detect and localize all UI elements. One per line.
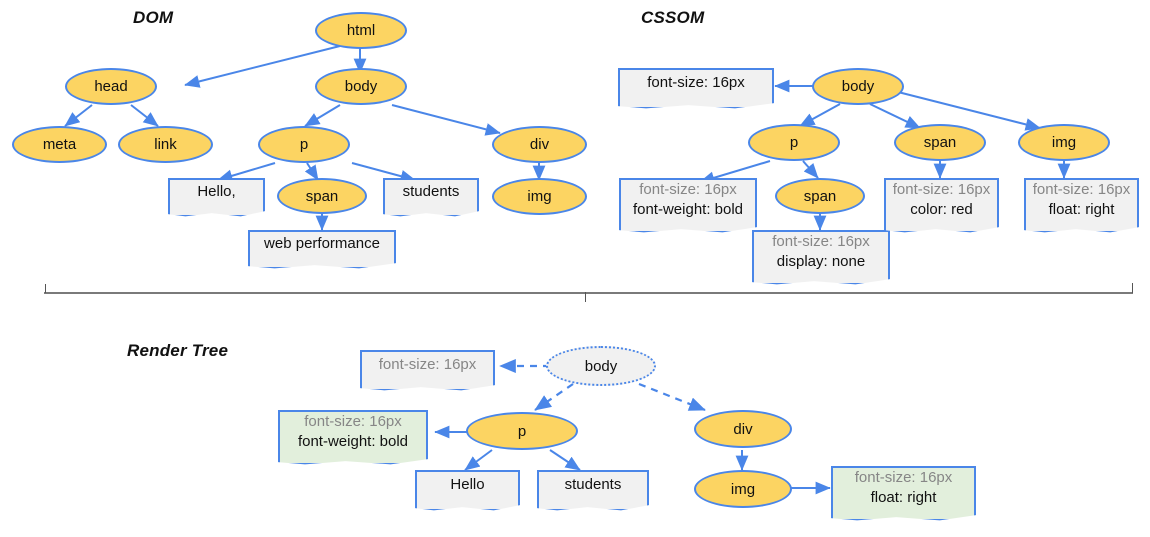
- dom-node-span[interactable]: span: [277, 178, 367, 214]
- cssom-node-span[interactable]: span: [894, 124, 986, 161]
- render-node-div[interactable]: div: [694, 410, 792, 448]
- dom-text-hello-label: Hello,: [197, 183, 236, 201]
- dom-text-students-label: students: [402, 183, 460, 201]
- render-text-hello-label: Hello: [450, 476, 485, 494]
- cssom-node-span-child-of-p[interactable]: span: [775, 178, 865, 214]
- cssom-rule-body-own: font-size: 16px: [647, 74, 745, 92]
- render-tree-section-title: Render Tree: [127, 341, 229, 360]
- render-rule-p-inherited: font-size: 16px: [304, 413, 402, 431]
- cssom-rule-img-own: float: right: [1048, 201, 1115, 218]
- cssom-rule-span-child-inherited: font-size: 16px: [772, 233, 870, 251]
- divider-tick-center: [585, 292, 586, 302]
- render-rule-body: font-size: 16px: [360, 350, 495, 382]
- dom-node-head[interactable]: head: [65, 68, 157, 105]
- cssom-rule-span: font-size: 16px color: red: [884, 178, 999, 224]
- dom-text-web-performance-label: web performance: [264, 235, 380, 253]
- dom-node-div[interactable]: div: [492, 126, 587, 163]
- cssom-rule-span-own: color: red: [910, 201, 973, 218]
- render-text-node-students: students: [537, 470, 649, 502]
- divider-tick-right: [1132, 283, 1133, 293]
- dom-section-title: DOM: [133, 8, 174, 27]
- dom-node-html[interactable]: html: [315, 12, 407, 49]
- cssom-rule-p-inherited: font-size: 16px: [639, 181, 737, 199]
- dom-node-meta[interactable]: meta: [12, 126, 107, 163]
- cssom-rule-span-child-own: display: none: [776, 253, 866, 270]
- dom-node-p[interactable]: p: [258, 126, 350, 163]
- cssom-node-p[interactable]: p: [748, 124, 840, 161]
- cssom-rule-span-inherited: font-size: 16px: [892, 181, 991, 199]
- render-node-p[interactable]: p: [466, 412, 578, 450]
- dom-text-node-students: students: [383, 178, 479, 208]
- render-rule-img-inherited: font-size: 16px: [854, 469, 953, 487]
- render-rule-p: font-size: 16px font-weight: bold: [278, 410, 428, 456]
- dom-node-link[interactable]: link: [118, 126, 213, 163]
- cssom-node-body[interactable]: body: [812, 68, 904, 105]
- render-text-node-hello: Hello: [415, 470, 520, 502]
- render-node-img[interactable]: img: [694, 470, 792, 508]
- render-node-body[interactable]: body: [546, 346, 656, 386]
- dom-text-node-hello: Hello,: [168, 178, 265, 208]
- cssom-rule-p: font-size: 16px font-weight: bold: [619, 178, 757, 224]
- render-rule-img: font-size: 16px float: right: [831, 466, 976, 512]
- cssom-rule-body: font-size: 16px: [618, 68, 774, 100]
- cssom-rule-img-inherited: font-size: 16px: [1032, 181, 1131, 199]
- render-rule-img-own: float: right: [870, 489, 937, 506]
- dom-node-img[interactable]: img: [492, 178, 587, 215]
- render-rule-p-own: font-weight: bold: [297, 433, 409, 450]
- cssom-rule-p-own: font-weight: bold: [632, 201, 744, 218]
- cssom-rule-img: font-size: 16px float: right: [1024, 178, 1139, 224]
- section-divider: [44, 292, 1133, 294]
- dom-node-body[interactable]: body: [315, 68, 407, 105]
- render-text-students-label: students: [564, 476, 622, 494]
- cssom-section-title: CSSOM: [641, 8, 705, 27]
- cssom-rule-span-child-of-p: font-size: 16px display: none: [752, 230, 890, 276]
- render-rule-body-inherited: font-size: 16px: [378, 356, 477, 374]
- dom-text-node-web-performance: web performance: [248, 230, 396, 260]
- divider-tick-left: [45, 284, 46, 293]
- cssom-node-img[interactable]: img: [1018, 124, 1110, 161]
